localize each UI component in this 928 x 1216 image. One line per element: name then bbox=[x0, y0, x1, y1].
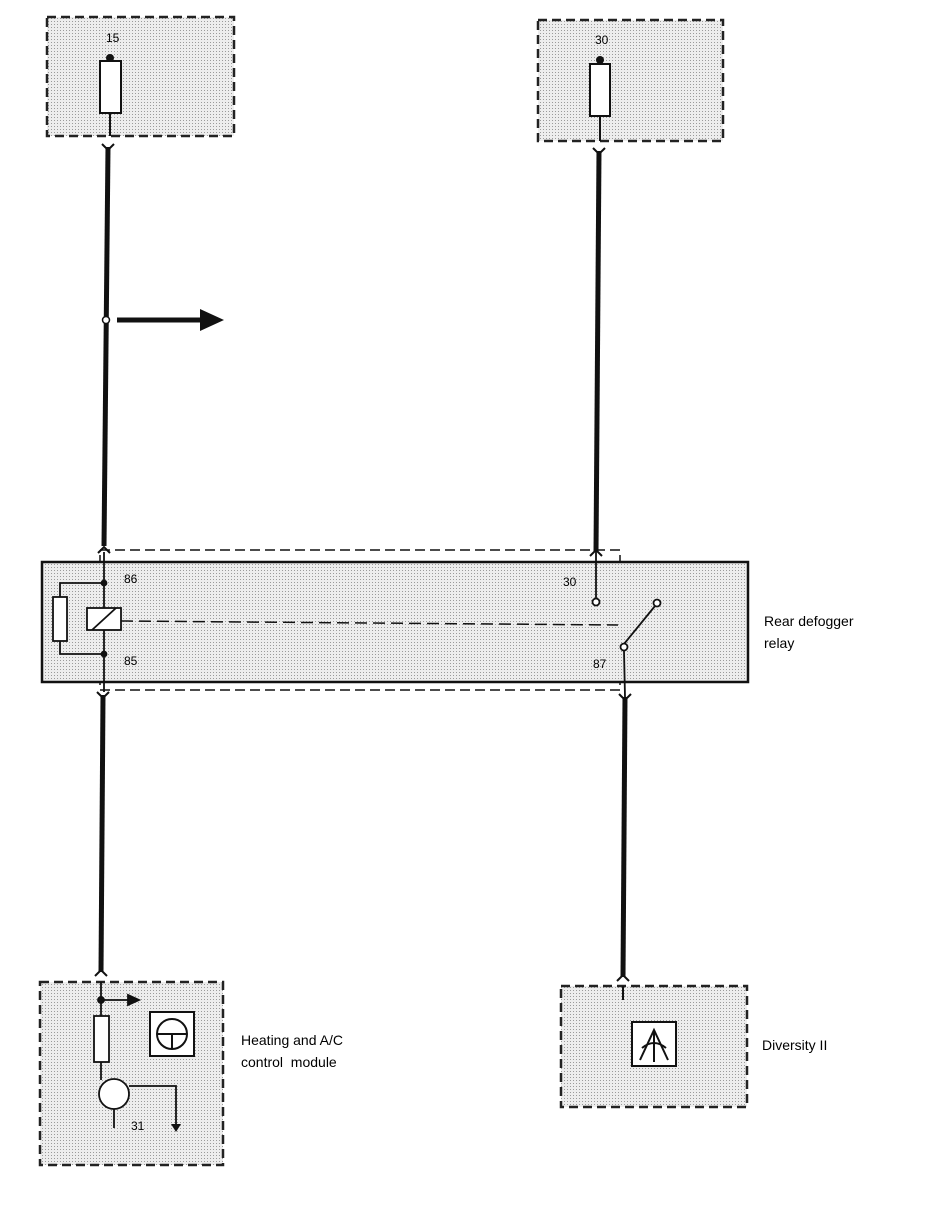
arrow-right-icon bbox=[127, 993, 142, 1007]
wire-85-to-module bbox=[98, 694, 106, 973]
fuse-icon bbox=[99, 54, 122, 136]
relay-label: Rear defogger relay bbox=[764, 610, 854, 654]
module-label: Heating and A/C control module bbox=[241, 1029, 343, 1073]
relay-coil-icon bbox=[52, 552, 122, 692]
fan-symbol-icon bbox=[149, 1011, 195, 1057]
terminal-86-label: 86 bbox=[124, 572, 138, 586]
fuse-box-30: 30 bbox=[536, 18, 725, 143]
rear-defogger-relay: 86 85 30 87 bbox=[40, 549, 750, 698]
fuse-icon bbox=[589, 56, 611, 141]
wire-30-to-relay bbox=[593, 150, 602, 553]
ground-icon bbox=[171, 1124, 181, 1132]
wire-87-to-diversity bbox=[620, 696, 628, 978]
splice-junction bbox=[101, 315, 111, 325]
relay-label-line1: Rear defogger bbox=[764, 613, 854, 629]
terminal-30-label: 30 bbox=[595, 33, 609, 47]
antenna-symbol-icon bbox=[631, 1021, 677, 1067]
relay-label-line2: relay bbox=[764, 635, 795, 651]
terminal-31-label: 31 bbox=[131, 1119, 145, 1133]
wire-15-to-86 bbox=[101, 146, 111, 547]
diversity-ii-unit bbox=[559, 984, 749, 1109]
terminal-15-label: 15 bbox=[106, 31, 120, 45]
terminal-87-label: 87 bbox=[593, 657, 607, 671]
module-label-line2: control module bbox=[241, 1054, 337, 1070]
module-label-line1: Heating and A/C bbox=[241, 1032, 343, 1048]
wires bbox=[94, 143, 632, 982]
terminal-85-label: 85 bbox=[124, 654, 138, 668]
diversity-label: Diversity II bbox=[762, 1037, 828, 1053]
relay-switch-icon bbox=[591, 552, 662, 698]
heating-ac-control-module: 31 bbox=[38, 980, 225, 1167]
terminal-30-relay-label: 30 bbox=[563, 575, 577, 589]
fuse-box-15: 15 bbox=[45, 15, 236, 138]
mechanical-link bbox=[120, 620, 619, 626]
arrow-right-icon bbox=[117, 309, 224, 331]
